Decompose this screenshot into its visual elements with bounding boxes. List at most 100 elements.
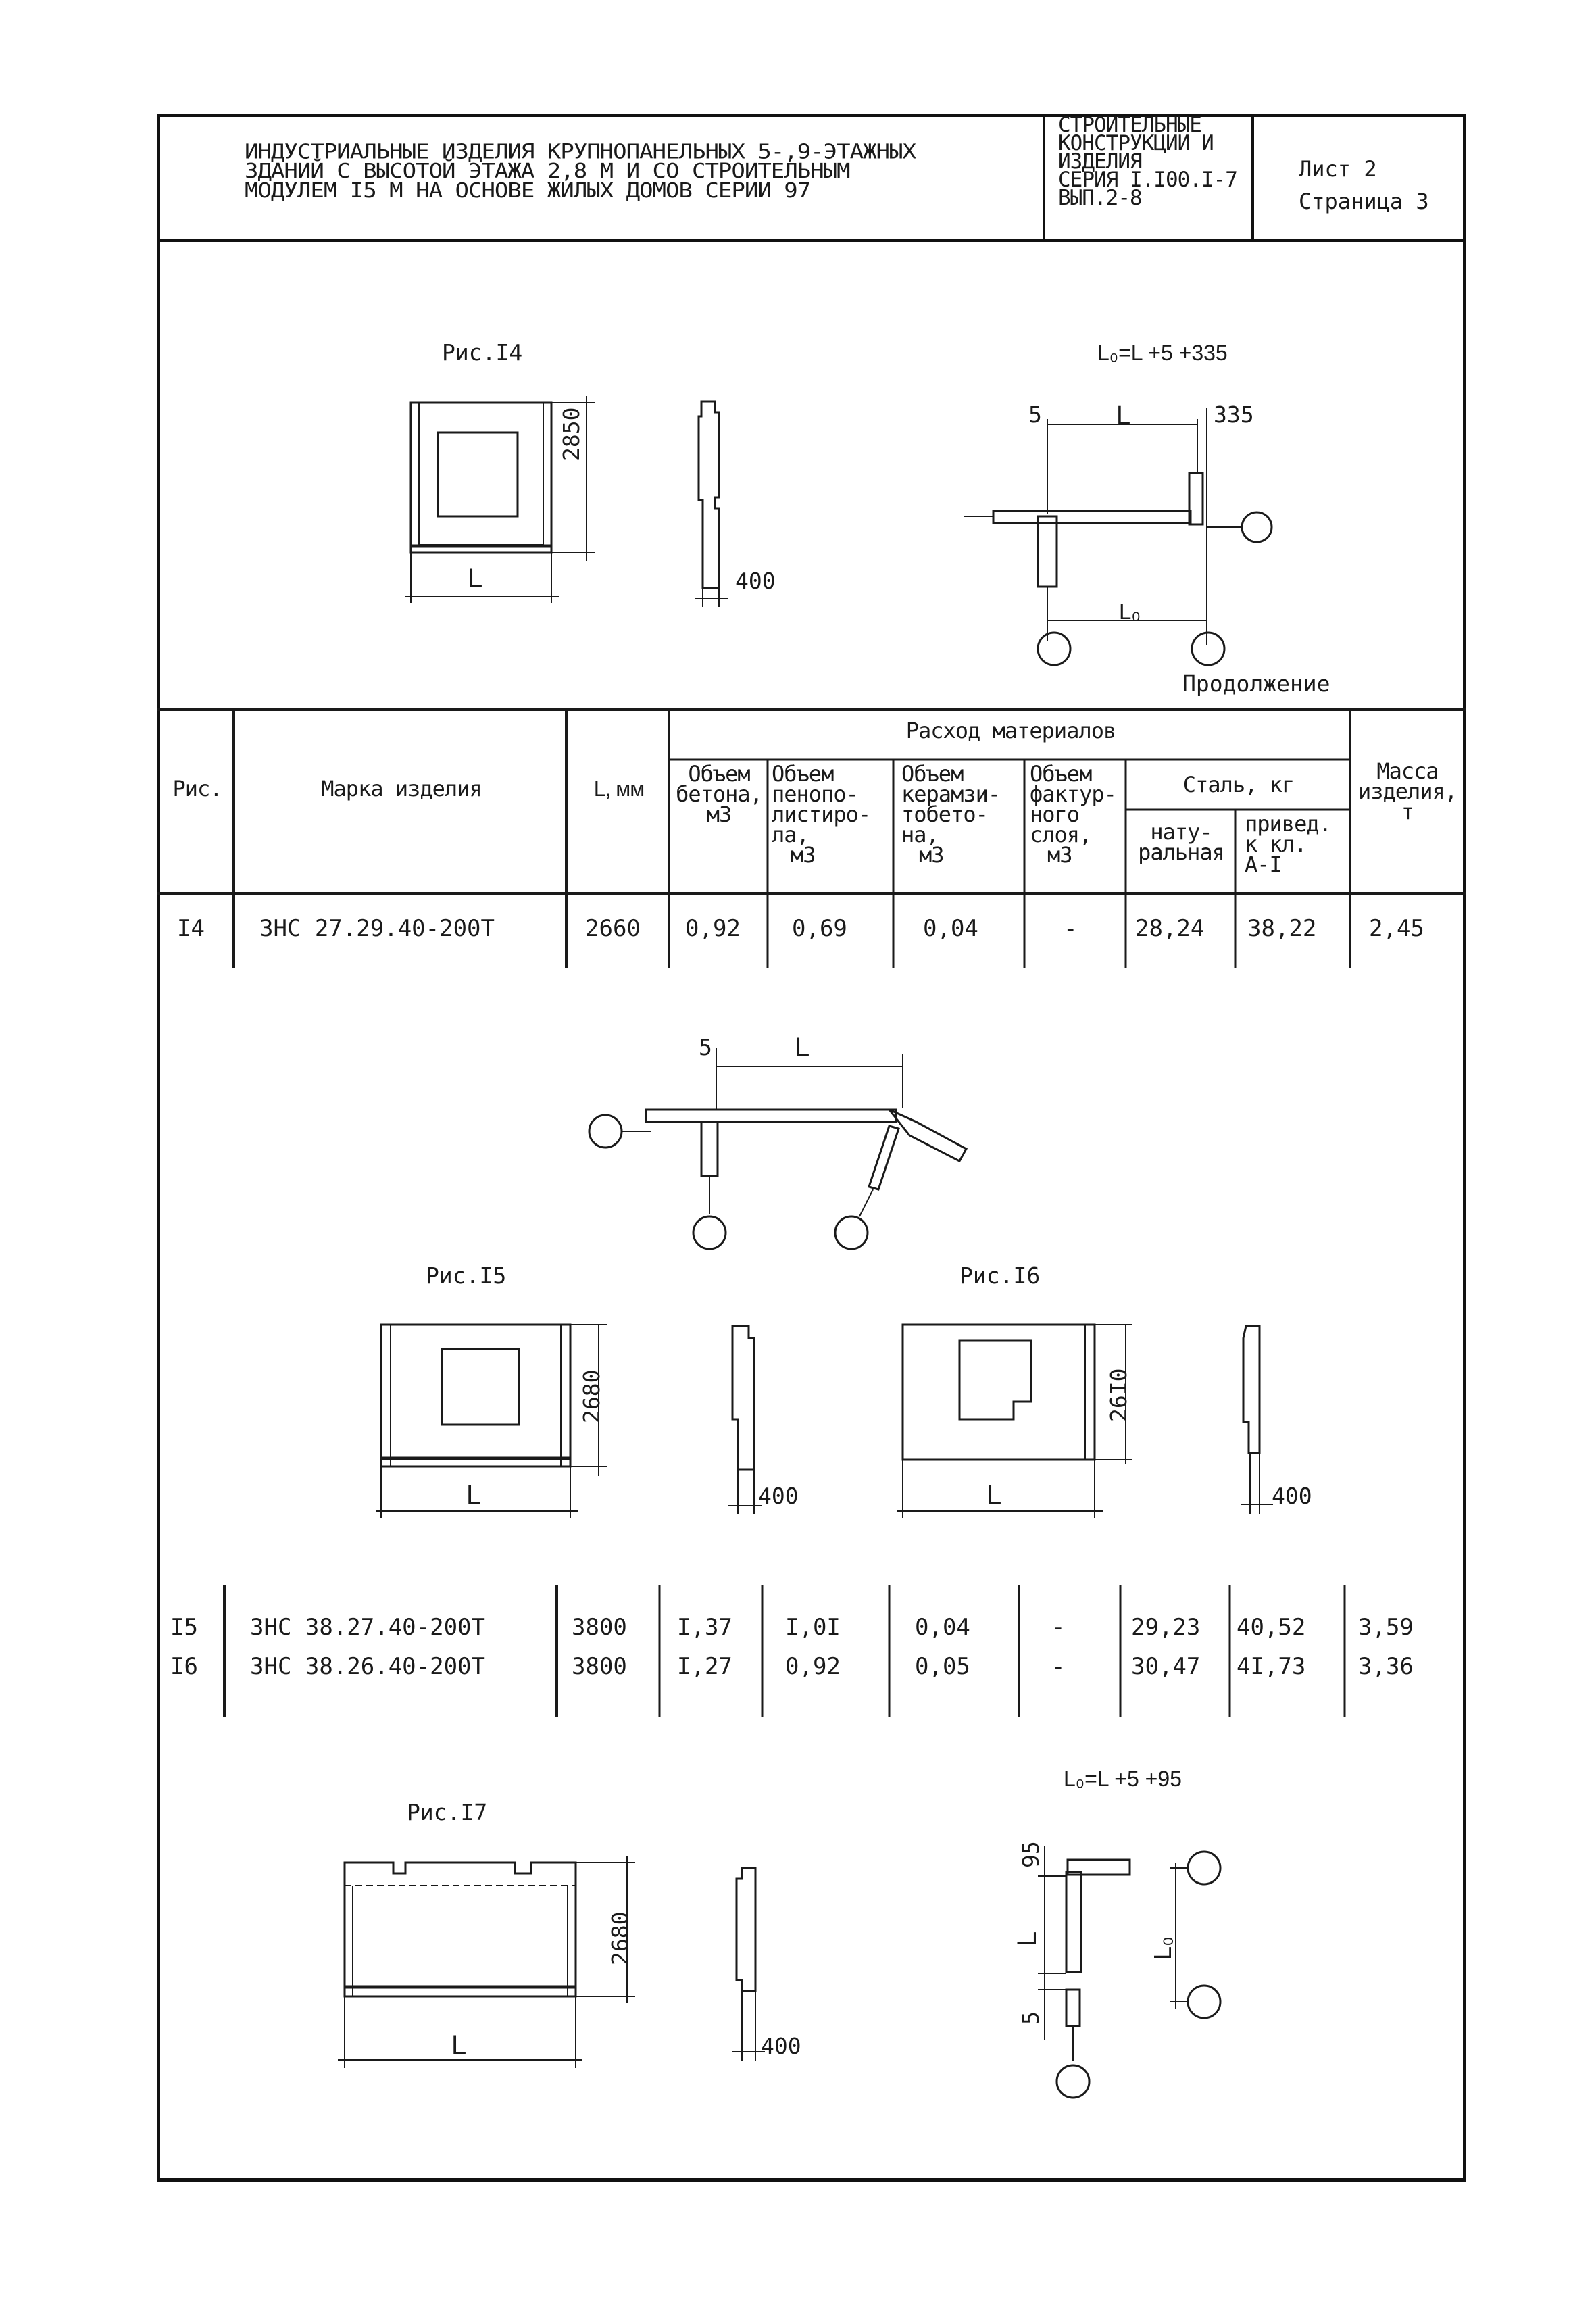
fig15-thickness-dim: 400 bbox=[758, 1483, 799, 1509]
row-fig: I5 bbox=[170, 1614, 198, 1641]
row-claydite: 0,04 bbox=[923, 915, 978, 942]
fig16-section bbox=[1241, 1325, 1273, 1514]
table-2-grid bbox=[223, 1585, 1346, 1717]
th-foam-line: пенопо- bbox=[772, 781, 859, 807]
plan-15-16 bbox=[588, 1048, 968, 1250]
th-facing: Объем фактур- ного слоя, м3 bbox=[1027, 761, 1128, 868]
row-steel-nat: 29,23 bbox=[1131, 1614, 1201, 1641]
page-frame bbox=[157, 114, 1466, 2182]
th-concrete-line: м3 bbox=[706, 802, 732, 827]
th-claydite: Объем керамзи- тобето- на, м3 bbox=[896, 761, 1030, 868]
fig15-width-dim: L bbox=[466, 1480, 482, 1510]
row-facing: - bbox=[1064, 915, 1078, 942]
th-foam-line: м3 bbox=[791, 842, 816, 868]
fig17-title: Рис.I7 bbox=[407, 1799, 488, 1825]
th-foam: Объем пенопо- листиро- ла, м3 bbox=[769, 761, 896, 868]
row-steel-red: 4I,73 bbox=[1237, 1653, 1306, 1680]
th-foam-line: Объем bbox=[772, 761, 834, 787]
row-facing: - bbox=[1051, 1614, 1066, 1641]
th-steel-natural: нату- ральная bbox=[1127, 819, 1235, 865]
series-line: ВЫП.2-8 bbox=[1058, 186, 1143, 210]
th-steel-natural-line: ральная bbox=[1138, 839, 1225, 865]
fig14-title: Рис.I4 bbox=[442, 339, 523, 366]
document-title: ИНДУСТРИАЛЬНЫЕ ИЗДЕЛИЯ КРУПНОПАНЕЛЬНЫХ 5… bbox=[245, 139, 1022, 203]
fig14-plan-dim-bottom: L₀ bbox=[1119, 599, 1141, 624]
row-claydite: 0,05 bbox=[915, 1653, 970, 1680]
fig17-plan-dim-mid: L bbox=[1012, 1931, 1042, 1946]
fig15-elevation bbox=[376, 1323, 607, 1518]
fig17-width-dim: L bbox=[451, 2030, 467, 2060]
row-concrete: I,27 bbox=[677, 1653, 732, 1680]
row-fig: I6 bbox=[170, 1653, 198, 1680]
fig14-height-dim: 2850 bbox=[558, 407, 584, 461]
row-concrete: I,37 bbox=[677, 1614, 732, 1641]
th-claydite-line: керамзи- bbox=[901, 781, 1001, 807]
th-facing-line: фактур- bbox=[1030, 781, 1117, 807]
th-mass-line: т bbox=[1401, 799, 1414, 824]
th-steel-reduced: привед. к кл. А-I bbox=[1238, 813, 1357, 877]
title-line: ИНДУСТРИАЛЬНЫЕ ИЗДЕЛИЯ КРУПНОПАНЕЛЬНЫХ 5… bbox=[245, 139, 916, 164]
row-foam: 0,92 bbox=[785, 1653, 841, 1680]
series-line: СТРОИТЕЛЬНЫЕ bbox=[1058, 113, 1202, 137]
row-mark: ЗНС 38.27.40-200Т bbox=[250, 1614, 485, 1641]
row-concrete: 0,92 bbox=[685, 915, 741, 942]
th-facing-line: ного bbox=[1030, 802, 1080, 827]
title-line: МОДУЛЕМ I5 М НА ОСНОВЕ ЖИЛЫХ ДОМОВ СЕРИИ… bbox=[245, 178, 811, 203]
fig17-height-dim: 2680 bbox=[607, 1911, 633, 1965]
fig16-height-dim: 26I0 bbox=[1105, 1368, 1132, 1422]
fig16-thickness-dim: 400 bbox=[1272, 1483, 1312, 1509]
fig14-thickness-dim: 400 bbox=[735, 568, 776, 594]
row-mass: 3,36 bbox=[1358, 1653, 1414, 1680]
th-foam-line: листиро- bbox=[772, 802, 871, 827]
title-block-divider bbox=[1043, 114, 1045, 242]
fig15-title: Рис.I5 bbox=[426, 1262, 507, 1289]
row-mass: 2,45 bbox=[1369, 915, 1424, 942]
row-steel-red: 38,22 bbox=[1247, 915, 1317, 942]
th-steel-natural-line: нату- bbox=[1150, 819, 1212, 845]
fig14-plan bbox=[964, 408, 1273, 666]
fig16-title: Рис.I6 bbox=[959, 1262, 1041, 1289]
row-foam: 0,69 bbox=[792, 915, 847, 942]
th-claydite-line: Объем bbox=[901, 761, 964, 787]
fig17-plan-dim-top: 95 bbox=[1018, 1841, 1044, 1868]
th-concrete: Объем бетона, м3 bbox=[670, 763, 768, 827]
series-line: КОНСТРУКЦИИ И bbox=[1058, 131, 1214, 155]
th-concrete-line: бетона, bbox=[676, 781, 763, 807]
th-claydite-line: м3 bbox=[919, 842, 945, 868]
sheet-number: Лист 2 bbox=[1299, 156, 1377, 182]
th-claydite-line: тобето- bbox=[901, 802, 989, 827]
title-line: ЗДАНИЙ С ВЫСОТОЙ ЭТАЖА 2,8 М И СО СТРОИТ… bbox=[245, 159, 851, 184]
th-mass-line: Масса bbox=[1376, 758, 1439, 784]
plan-15-16-dim-left: 5 bbox=[699, 1034, 712, 1060]
th-steel-reduced-line: А-I bbox=[1245, 852, 1282, 877]
th-facing-line: м3 bbox=[1047, 842, 1073, 868]
row-steel-red: 40,52 bbox=[1237, 1614, 1306, 1641]
fig16-elevation bbox=[897, 1323, 1132, 1518]
row-facing: - bbox=[1051, 1653, 1066, 1680]
th-facing-line: слоя, bbox=[1030, 822, 1092, 847]
row-mark: ЗНС 27.29.40-200Т bbox=[259, 915, 495, 942]
row-length: 3800 bbox=[572, 1653, 627, 1680]
fig15-section bbox=[728, 1325, 762, 1514]
fig17-formula: L₀=L +5 +95 bbox=[1064, 1767, 1182, 1791]
series-line: ИЗДЕЛИЯ bbox=[1058, 149, 1143, 174]
fig17-plan-dim-bottom: 5 bbox=[1018, 2011, 1044, 2025]
th-steel: Сталь, кг bbox=[1182, 772, 1295, 797]
fig14-elevation bbox=[405, 396, 595, 603]
title-block bbox=[157, 114, 1466, 242]
plan-15-16-dim-mid: L bbox=[795, 1033, 810, 1062]
th-fig: Рис. bbox=[172, 776, 222, 802]
fig16-width-dim: L bbox=[987, 1480, 1002, 1510]
row-steel-nat: 28,24 bbox=[1135, 915, 1205, 942]
th-steel-reduced-line: к кл. bbox=[1245, 831, 1307, 857]
row-length: 3800 bbox=[572, 1614, 627, 1641]
title-block-divider bbox=[1251, 114, 1254, 242]
series-line: СЕРИЯ I.I00.I-7 bbox=[1058, 168, 1238, 192]
row-mass: 3,59 bbox=[1358, 1614, 1414, 1641]
sheet-block: Лист 2 Страница 3 bbox=[1299, 153, 1429, 218]
th-facing-line: Объем bbox=[1030, 761, 1092, 787]
th-length: L, мм bbox=[593, 777, 645, 801]
fig15-height-dim: 2680 bbox=[578, 1369, 605, 1423]
fig17-elevation bbox=[338, 1856, 635, 2068]
